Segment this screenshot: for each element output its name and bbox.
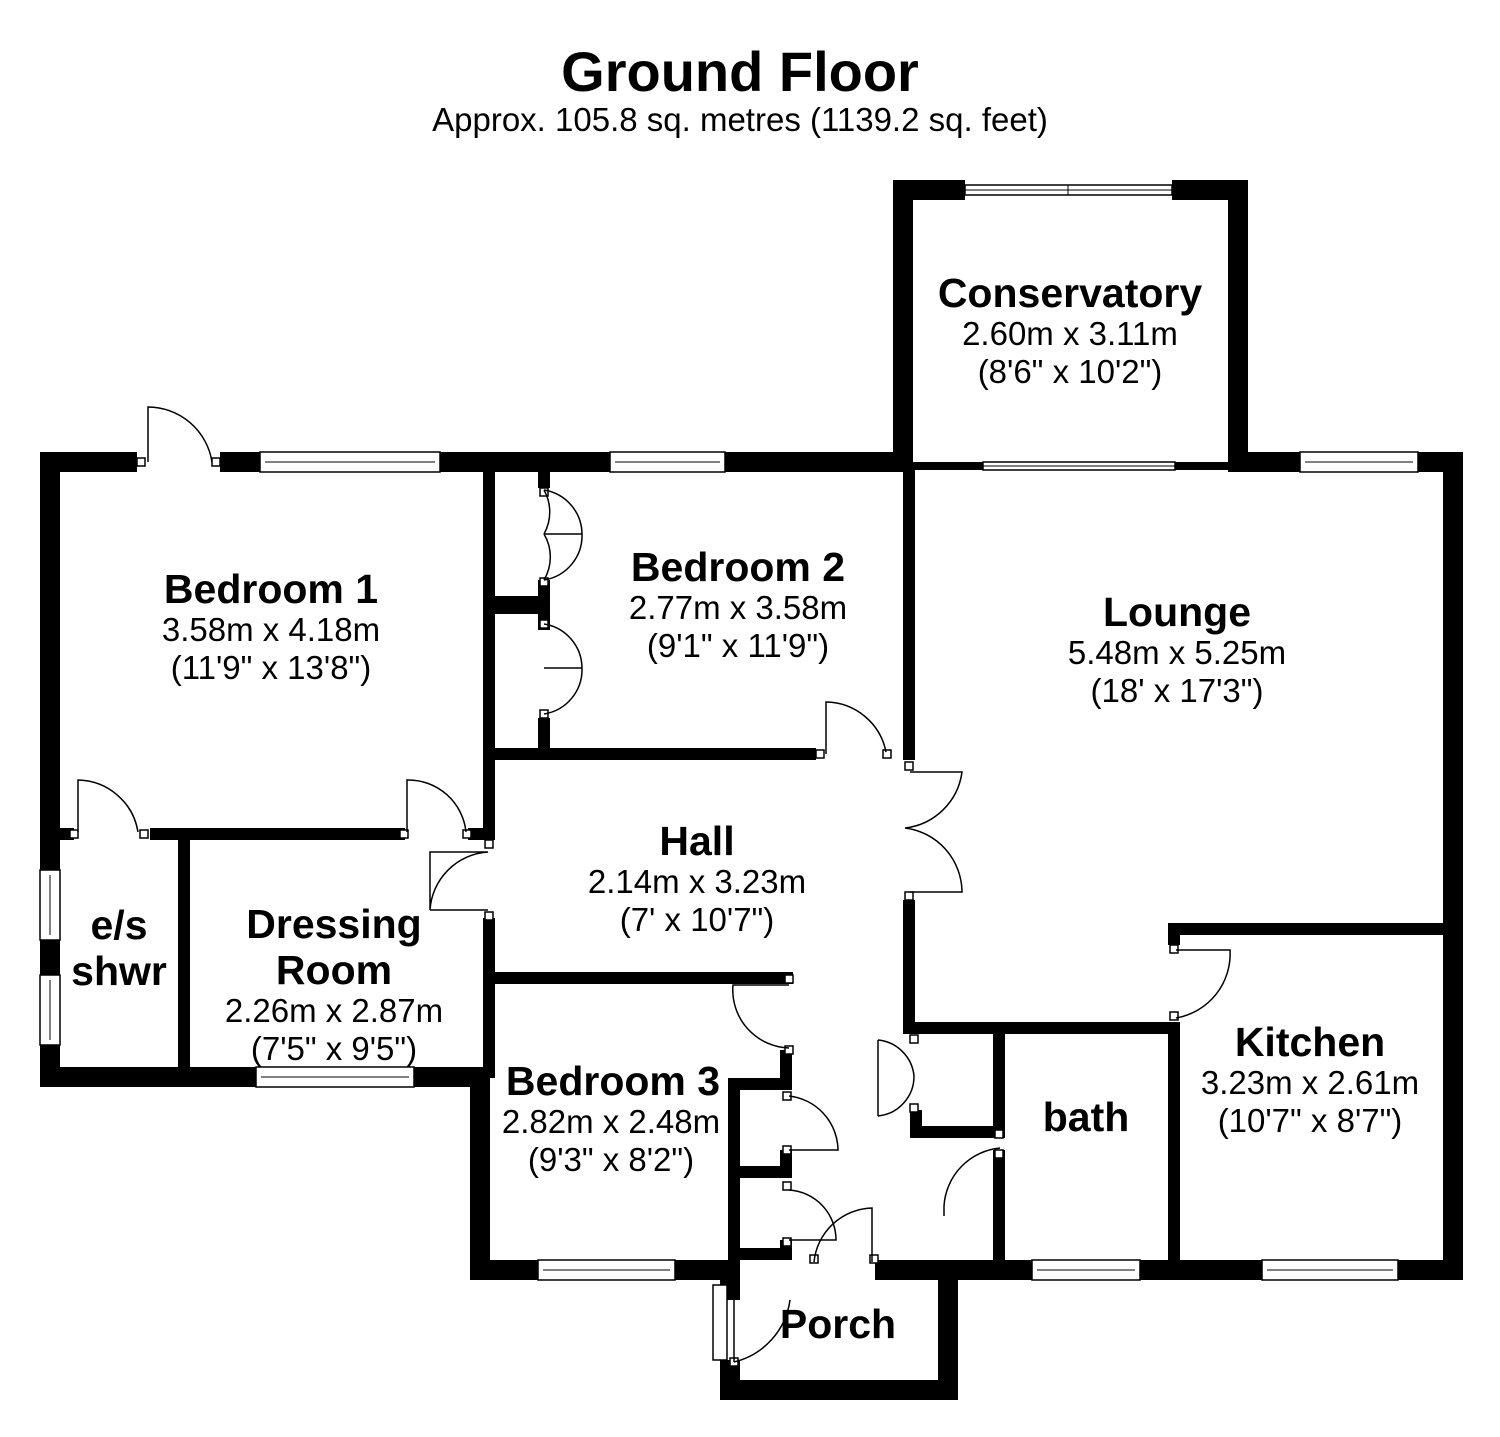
door-closet-1 xyxy=(782,1091,839,1155)
room-dimensions-imperial: (8'6" x 10'2") xyxy=(978,353,1163,390)
room-dimensions-metric: 3.58m x 4.18m xyxy=(162,611,380,648)
room-name: Porch xyxy=(780,1301,896,1347)
room-name: Bedroom 3 xyxy=(506,1058,720,1104)
interior-walls xyxy=(60,462,1445,1270)
room-dimensions-imperial: (9'1" x 11'9") xyxy=(647,627,829,664)
room-bath: bath xyxy=(1043,1094,1130,1140)
exterior-walls xyxy=(40,180,1463,1400)
room-name: Lounge xyxy=(1103,589,1251,635)
room-hall: Hall 2.14m x 3.23m (7' x 10'7") xyxy=(588,818,806,938)
floor-area: Approx. 105.8 sq. metres (1139.2 sq. fee… xyxy=(432,101,1048,138)
window-lounge xyxy=(1299,451,1419,473)
door-bedroom2 xyxy=(815,701,892,759)
window-kitchen xyxy=(1261,1259,1399,1281)
room-dressing: Dressing Room 2.26m x 2.87m (7'5" x 9'5"… xyxy=(225,901,443,1067)
door-bedroom1-external xyxy=(136,406,221,467)
door-lounge-double xyxy=(904,761,963,901)
room-dimensions-imperial: (18' x 17'3") xyxy=(1091,672,1264,709)
room-name: Kitchen xyxy=(1235,1019,1385,1065)
room-conservatory: Conservatory 2.60m x 3.11m (8'6" x 10'2"… xyxy=(938,270,1203,390)
room-dimensions-imperial: (7'5" x 9'5") xyxy=(251,1030,417,1067)
door-bath xyxy=(943,1129,1004,1216)
room-dimensions-imperial: (7' x 10'7") xyxy=(620,901,775,938)
window-ensuite-lower xyxy=(39,974,61,1046)
door-closet-2 xyxy=(782,1181,837,1247)
window-conservatory-top xyxy=(964,184,1173,196)
room-dimensions-metric: 3.23m x 2.61m xyxy=(1201,1064,1419,1101)
room-dimensions-imperial: (9'3" x 8'2") xyxy=(528,1141,694,1178)
room-ensuite: e/s shwr xyxy=(71,902,167,994)
door-porch xyxy=(729,1288,791,1367)
room-bedroom3: Bedroom 3 2.82m x 2.48m (9'3" x 8'2") xyxy=(502,1058,720,1178)
windows xyxy=(39,184,1419,1361)
room-lounge: Lounge 5.48m x 5.25m (18' x 17'3") xyxy=(1068,589,1286,709)
window-conservatory-bottom xyxy=(982,461,1176,471)
room-dimensions-metric: 2.26m x 2.87m xyxy=(225,992,443,1029)
door-bedroom2-wardrobe-upper xyxy=(539,487,583,587)
room-name-line1: e/s xyxy=(91,902,148,948)
window-porch xyxy=(712,1284,728,1361)
room-bedroom1: Bedroom 1 3.58m x 4.18m (11'9" x 13'8") xyxy=(162,566,380,686)
door-dressing xyxy=(399,779,472,839)
room-dimensions-metric: 5.48m x 5.25m xyxy=(1068,634,1286,671)
room-name-line2: shwr xyxy=(71,948,167,994)
window-bedroom3 xyxy=(537,1259,676,1281)
window-bedroom1 xyxy=(259,451,441,473)
room-dimensions-imperial: (11'9" x 13'8") xyxy=(171,649,372,686)
room-name: Bedroom 2 xyxy=(631,544,845,590)
room-kitchen: Kitchen 3.23m x 2.61m (10'7" x 8'7") xyxy=(1201,1019,1419,1139)
door-bedroom2-wardrobe-lower xyxy=(539,619,583,719)
door-front xyxy=(809,1207,879,1264)
door-lounge-cupboard xyxy=(877,1034,919,1117)
room-name-line1: Dressing xyxy=(246,901,421,947)
door-bedroom3 xyxy=(732,974,794,1055)
room-name: Hall xyxy=(659,818,734,864)
window-bedroom2 xyxy=(609,451,726,473)
room-dimensions-metric: 2.14m x 3.23m xyxy=(588,863,806,900)
floor-title: Ground Floor xyxy=(561,40,919,103)
door-hall-dressing xyxy=(429,839,494,921)
window-bath xyxy=(1031,1259,1141,1281)
window-dressing xyxy=(255,1066,415,1088)
room-dimensions-metric: 2.82m x 2.48m xyxy=(502,1103,720,1140)
room-name: bath xyxy=(1043,1094,1130,1140)
room-name-line2: Room xyxy=(276,947,392,993)
door-kitchen xyxy=(1169,944,1231,1021)
room-dimensions-imperial: (10'7" x 8'7") xyxy=(1218,1102,1403,1139)
room-name: Bedroom 1 xyxy=(164,566,378,612)
door-ensuite xyxy=(69,779,149,839)
room-dimensions-metric: 2.60m x 3.11m xyxy=(962,315,1178,352)
room-bedroom2: Bedroom 2 2.77m x 3.58m (9'1" x 11'9") xyxy=(629,544,847,664)
room-dimensions-metric: 2.77m x 3.58m xyxy=(629,589,847,626)
room-porch: Porch xyxy=(780,1301,896,1347)
room-name: Conservatory xyxy=(938,270,1203,316)
doors xyxy=(69,406,1231,1367)
window-ensuite-upper xyxy=(39,869,61,941)
